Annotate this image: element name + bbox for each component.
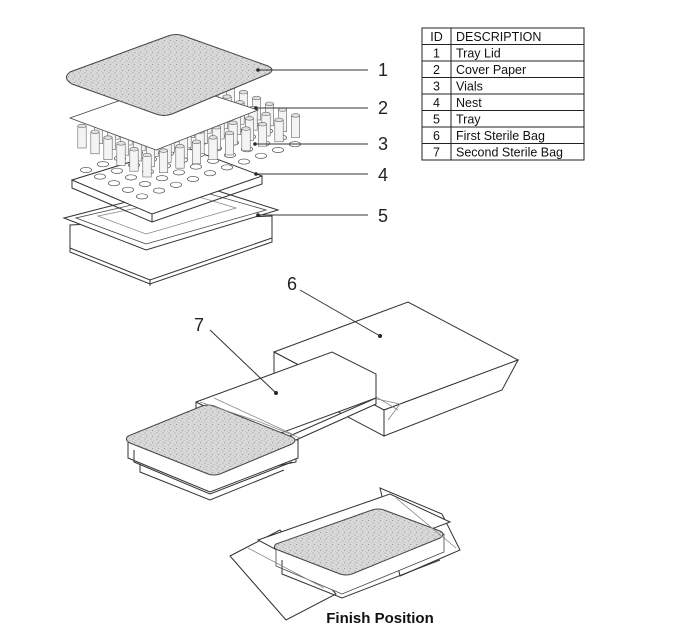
vial (208, 135, 218, 160)
table-row-description: Cover Paper (456, 63, 526, 77)
vial (142, 152, 152, 178)
table-row-description: Vials (456, 80, 483, 94)
vial (241, 126, 251, 151)
nest-hole (125, 174, 137, 181)
exploded-view: 1 2 3 4 5 (62, 34, 388, 286)
tray-lid (66, 34, 273, 116)
nest-hole (111, 167, 123, 174)
table-row-description: Tray (456, 113, 481, 127)
nest-hole (156, 175, 168, 182)
callout-6: 6 (287, 274, 297, 294)
nest-hole (136, 193, 148, 200)
nest-hole (238, 158, 250, 165)
nest-hole (122, 186, 134, 193)
nest-hole (173, 169, 185, 176)
vial (77, 123, 87, 149)
callout-1: 1 (378, 60, 388, 80)
table-row-id: 6 (433, 129, 440, 143)
nest-hole (139, 181, 151, 187)
table-row-description: Nest (456, 96, 482, 110)
vial (159, 148, 169, 173)
vial (103, 135, 113, 160)
table-row-id: 5 (433, 113, 440, 127)
vial (192, 139, 202, 165)
callout-7: 7 (194, 315, 204, 335)
table-row-id: 4 (433, 96, 440, 110)
vial (290, 113, 300, 138)
caption: Finish Position (326, 610, 434, 627)
table-row-id: 3 (433, 80, 440, 94)
table-row-id: 7 (433, 146, 440, 160)
nest-hole (94, 173, 106, 180)
vial (129, 147, 139, 172)
vial (274, 117, 284, 143)
nest-hole (153, 187, 165, 194)
parts-table: ID DESCRIPTION 1 Tray Lid 2 Cover Paper … (421, 27, 585, 161)
table-header-id: ID (430, 30, 443, 44)
nest-hole (187, 176, 199, 182)
bagging-view: 6 7 (125, 274, 520, 501)
callout-3: 3 (378, 134, 388, 154)
nest-hole (97, 161, 109, 168)
table-row-id: 1 (433, 47, 440, 61)
nest-hole (221, 164, 233, 171)
table-header-description: DESCRIPTION (456, 30, 541, 44)
leader-lines-exploded (253, 68, 368, 217)
callout-2: 2 (378, 98, 388, 118)
nest-hole (108, 180, 120, 187)
nest-hole (80, 167, 92, 173)
vial (175, 144, 185, 169)
vial (225, 130, 235, 156)
bagged-tray (125, 401, 301, 501)
callout-5: 5 (378, 206, 388, 226)
nest-hole (255, 152, 267, 159)
callout-4: 4 (378, 165, 388, 185)
tray (62, 183, 280, 286)
finish-position-view (229, 487, 461, 621)
nest-hole (204, 170, 216, 177)
nest-hole (272, 147, 284, 153)
vial (90, 129, 100, 155)
table-row-id: 2 (433, 63, 440, 77)
table-row-description: Tray Lid (456, 47, 501, 61)
nest-hole (170, 181, 182, 188)
nest-hole (190, 163, 202, 170)
table-row-description: Second Sterile Bag (456, 146, 563, 160)
vial (116, 141, 126, 166)
table-row-description: First Sterile Bag (456, 129, 545, 143)
vial (257, 122, 267, 147)
